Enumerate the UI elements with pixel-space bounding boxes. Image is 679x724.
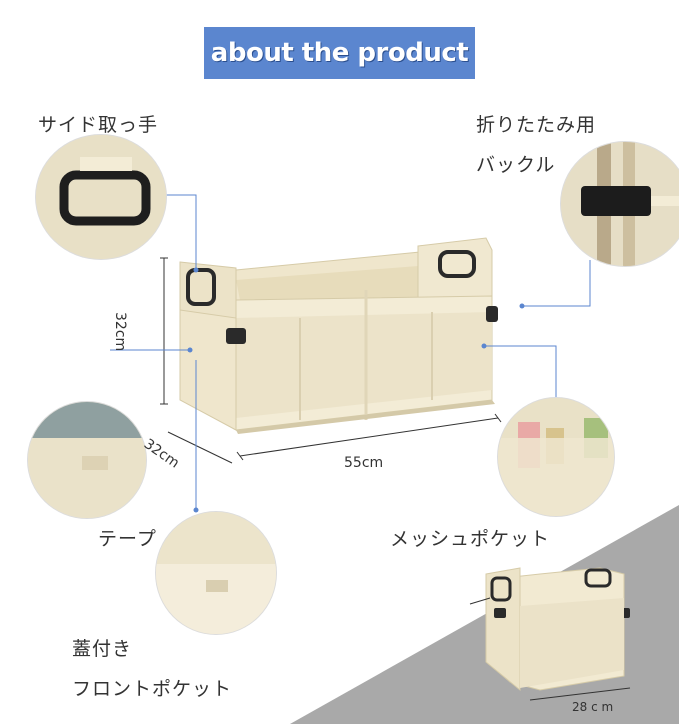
label-side-handle: サイド取っ手 bbox=[38, 114, 159, 136]
detail-tape bbox=[28, 402, 146, 518]
dimension-height: 32cm bbox=[112, 312, 128, 352]
detail-folding-buckle bbox=[561, 142, 679, 266]
title-banner: about the product bbox=[204, 27, 475, 79]
detail-side-handle bbox=[36, 135, 166, 259]
label-folding-buckle-1: 折りたたみ用 bbox=[476, 114, 597, 136]
detail-front-pocket bbox=[156, 512, 276, 634]
banner-title: about the product bbox=[210, 38, 469, 68]
label-folding-buckle-2: バックル bbox=[476, 154, 556, 176]
buckle-icon bbox=[226, 328, 246, 344]
label-mesh-pocket: メッシュポケット bbox=[390, 528, 551, 550]
dimension-folded-depth: 28 c m bbox=[572, 700, 614, 714]
label-lid-1: 蓋付き bbox=[72, 638, 133, 660]
label-lid-2: フロントポケット bbox=[72, 678, 233, 700]
handle-icon bbox=[438, 250, 476, 278]
dimension-width: 55cm bbox=[344, 455, 384, 471]
handle-icon bbox=[186, 268, 216, 306]
detail-mesh-pocket bbox=[498, 398, 614, 516]
label-tape: テープ bbox=[98, 528, 157, 550]
